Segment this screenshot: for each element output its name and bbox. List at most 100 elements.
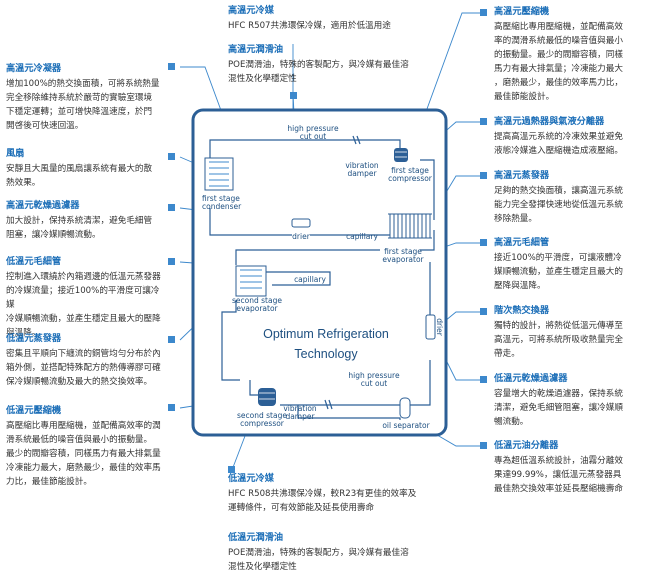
drier-right-icon [425, 314, 436, 340]
capillary-top-label: capillary [346, 232, 378, 241]
first-stage-evaporator-icon [388, 213, 432, 239]
left-title-1: 高溫元冷凝器 [6, 63, 62, 74]
right-block-heat-exchanger: 階次熱交換器 獨特的設計，將熱從低溫元傳導至 高溫元，可將系統所吸收熱量完全 帶… [494, 304, 644, 361]
left-block-condenser: 高溫元冷凝器 增加100%的熱交換面積，可將系統熱量 完全移除維持系統於嚴苛的實… [6, 62, 168, 133]
left-body-2: 安靜且大風量的風扇讓系統有最大的散 熱效果。 [6, 164, 153, 188]
right-body-2: 提高高溫元系統的冷凍效果並避免 液態冷媒進入壓縮機造成液壓縮。 [494, 132, 623, 156]
vib-damper-top-label-1: vibration [345, 161, 379, 170]
svg-text:Technology: Technology [294, 347, 358, 361]
hp-cutout-bottom-label-1: high pressure [348, 371, 400, 380]
right-block-oil-separator: 低溫元油分離器 專為超低溫系統設計，油霧分離效 果達99.99%，讓低溫元蒸發器… [494, 439, 644, 496]
bullet-left-4 [168, 258, 175, 265]
left-body-4: 控制進入環繞於內箱週邊的低溫元蒸發器 的冷媒流量；接近100%的平滑度可讓冷媒 … [6, 272, 161, 338]
svg-text:first stage: first stage [391, 166, 429, 175]
svg-text:capillary: capillary [294, 275, 326, 284]
drier-top-icon [291, 218, 311, 228]
left-title-5: 低溫元蒸發器 [6, 333, 62, 344]
right-block-capillary: 高溫元毛細管 接近100%的平滑度，可讓液體冷 媒順暢流動，並產生穩定且最大的 … [494, 236, 644, 293]
hp-cutout-bottom-label-2: cut out [361, 379, 388, 388]
first-evaporator-label-2: evaporator [382, 255, 424, 264]
left-block-capillary: 低溫元毛細管 控制進入環繞於內箱週邊的低溫元蒸發器 的冷媒流量；接近100%的平… [6, 255, 168, 340]
first-compressor-label-2: compressor [388, 174, 433, 183]
first-stage-condenser-icon [204, 157, 234, 191]
second-evaporator-label-2: evaporator [236, 304, 278, 313]
left-block-evaporator: 低溫元蒸發器 密集且平順向下纏流的銅管均勻分布於內 箱外側，並搭配特殊配方的熱傳… [6, 332, 168, 389]
svg-text:first stage: first stage [202, 194, 240, 203]
bullet-right-6 [480, 376, 487, 383]
bullet-left-2 [168, 153, 175, 160]
center-title-line-1: Optimum Refrigeration [263, 327, 389, 341]
bottom-body-1: HFC R508共沸環保冷媒，較R23有更佳的效率及 運轉條件，可有效節能及延長… [228, 489, 417, 513]
first-evaporator-label-1: first stage [384, 247, 422, 256]
left-title-4: 低溫元毛細管 [6, 256, 62, 267]
bullet-right-2 [480, 118, 487, 125]
svg-text:second stage: second stage [237, 411, 287, 420]
left-block-fan: 風扇 安靜且大風量的風扇讓系統有最大的散 熱效果。 [6, 147, 168, 190]
bullet-right-5 [480, 308, 487, 315]
left-body-6: 高壓縮比專用壓縮機，並配備高效率的潤 滑系統最低的噪音值與最小的振動量。 最少的… [6, 421, 161, 487]
left-block-compressor: 低溫元壓縮機 高壓縮比專用壓縮機，並配備高效率的潤 滑系統最低的噪音值與最小的振… [6, 404, 168, 489]
bullet-left-1 [168, 63, 175, 70]
svg-text:damper: damper [285, 412, 315, 421]
top-body-1: HFC R507共沸環保冷媒，適用於低溫用途 [228, 21, 391, 31]
left-body-5: 密集且平順向下纏流的銅管均勻分布於內 箱外側，並搭配特殊配方的熱傳導膠可確 保冷… [6, 349, 161, 387]
left-title-6: 低溫元壓縮機 [6, 405, 62, 416]
svg-text:compressor: compressor [240, 419, 285, 428]
vibration-damper-top-icon [352, 135, 361, 145]
right-body-7: 專為超低溫系統設計，油霧分離效 果達99.99%，讓低溫元蒸發器具 最佳熱交換效… [494, 456, 623, 494]
bullet-right-1 [480, 9, 487, 16]
left-block-drier: 高溫元乾燥過濾器 加大設計，保持系統清潔，避免毛細管 阻塞，讓冷媒順暢流動。 [6, 199, 168, 242]
svg-text:cut out: cut out [300, 132, 327, 141]
bottom-block-refrigerant: 低溫元冷媒 HFC R508共沸環保冷媒，較R23有更佳的效率及 運轉條件，可有… [228, 472, 463, 515]
bottom-body-2: POE潤滑油，特殊的客製配方，與冷媒有最佳溶 混性及化學穩定性 [228, 548, 409, 572]
right-title-2: 高溫元過熱器與氣液分離器 [494, 116, 605, 127]
second-compressor-label-1: second stage [237, 411, 287, 420]
bullet-bottom-1 [228, 466, 235, 473]
vib-damper-top-label-2: damper [347, 169, 377, 178]
drier-right-label: drier [435, 318, 444, 337]
right-block-superheater: 高溫元過熱器與氣液分離器 提高高溫元系統的冷凍效果並避免 液態冷媒進入壓縮機造成… [494, 115, 644, 158]
svg-text:evaporator: evaporator [236, 304, 278, 313]
center-title-line-2: Technology [294, 347, 358, 361]
first-stage-compressor-icon [394, 148, 408, 162]
left-title-3: 高溫元乾燥過濾器 [6, 200, 80, 211]
right-body-1: 高壓縮比專用壓縮機，並配備高效 率的潤滑系統最低的噪音值與最小 的振動量。最少的… [494, 22, 623, 102]
right-block-compressor: 高溫元壓縮機 高壓縮比專用壓縮機，並配備高效 率的潤滑系統最低的噪音值與最小 的… [494, 5, 644, 104]
vib-damper-bottom-label-2: damper [285, 412, 315, 421]
svg-text:compressor: compressor [388, 174, 433, 183]
svg-text:damper: damper [347, 169, 377, 178]
drier-top-label: drier [292, 232, 311, 241]
oil-separator-label: oil separator [382, 421, 430, 430]
vib-damper-bottom-label-1: vibration [283, 404, 317, 413]
top-block-refrigerant: 高溫元冷媒 HFC R507共沸環保冷媒，適用於低溫用途 [228, 4, 458, 33]
bullet-right-3 [480, 172, 487, 179]
second-stage-evaporator-icon [235, 265, 267, 297]
svg-text:first stage: first stage [384, 247, 422, 256]
right-body-5: 獨特的設計，將熱從低溫元傳導至 高溫元，可將系統所吸收熱量完全 帶走。 [494, 321, 623, 359]
oil-separator-icon [399, 397, 411, 419]
vibration-damper-bottom-icon [324, 399, 333, 410]
svg-text:oil separator: oil separator [382, 421, 430, 430]
bottom-title-2: 低溫元潤滑油 [228, 532, 284, 543]
first-compressor-label-1: first stage [391, 166, 429, 175]
right-body-4: 接近100%的平滑度，可讓液體冷 媒順暢流動，並產生穩定且最大的 壓降與溫降。 [494, 253, 623, 291]
svg-text:vibration: vibration [345, 161, 379, 170]
right-title-6: 低溫元乾燥過濾器 [494, 373, 568, 384]
second-stage-compressor-icon [258, 388, 276, 406]
top-title-1: 高溫元冷媒 [228, 5, 274, 16]
right-title-5: 階次熱交換器 [494, 305, 550, 316]
top-block-oil: 高溫元潤滑油 POE潤滑油，特殊的客製配方，與冷媒有最佳溶 混性及化學穩定性 [228, 43, 458, 86]
right-block-evaporator: 高溫元蒸發器 足夠的熱交換面積，讓高溫元系統 能力完全發揮快速地從低溫元系統 移… [494, 169, 644, 226]
svg-text:second stage: second stage [232, 296, 282, 305]
left-title-2: 風扇 [6, 148, 25, 159]
first-condenser-label-1: first stage [202, 194, 240, 203]
bullet-right-4 [480, 239, 487, 246]
svg-text:high pressure: high pressure [287, 124, 339, 133]
svg-text:drier: drier [292, 232, 311, 241]
bullet-left-6 [168, 404, 175, 411]
capillary-mid-label: capillary [294, 275, 326, 284]
svg-text:cut out: cut out [361, 379, 388, 388]
right-body-3: 足夠的熱交換面積，讓高溫元系統 能力完全發揮快速地從低溫元系統 移除熱量。 [494, 186, 623, 224]
right-block-drier: 低溫元乾燥過濾器 容量增大的乾燥過濾器，保持系統 清潔，避免毛細管阻塞，讓冷媒順… [494, 372, 644, 429]
